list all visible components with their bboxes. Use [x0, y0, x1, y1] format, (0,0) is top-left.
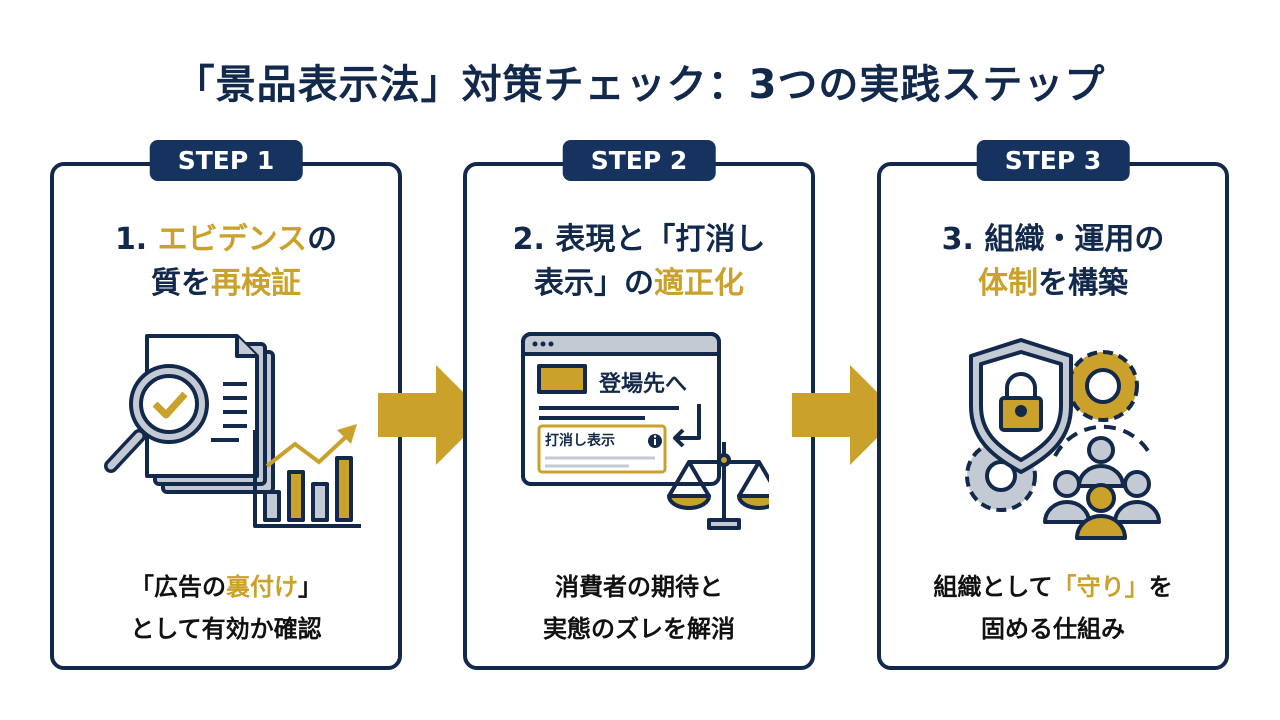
heading-text: 3. 組織・運用の: [941, 222, 1165, 257]
banner-text: 登場先へ: [599, 372, 688, 397]
shield-lock-gears-team-icon: [943, 326, 1163, 550]
step-caption: 「広告の裏付け」 として有効か確認: [54, 566, 398, 650]
heading-highlight: 再検証: [211, 266, 301, 301]
heading-highlight: 体制: [978, 266, 1038, 301]
heading-highlight: エビデンス: [157, 222, 308, 257]
step-card-2: STEP 2 2. 表現と「打消し 表示」の適正化: [463, 140, 815, 670]
caption-text: 「広告の: [130, 573, 226, 601]
step-heading: 3. 組織・運用の 体制を構築: [881, 218, 1225, 306]
caption-highlight: 「守り」: [1052, 573, 1149, 601]
caption-highlight: 裏付け: [226, 573, 298, 601]
step-card-3: STEP 3 3. 組織・運用の 体制を構築: [877, 140, 1229, 670]
arrow-right-icon: [378, 365, 486, 465]
step-heading: 1. エビデンスの 質を再検証: [54, 218, 398, 306]
step-heading: 2. 表現と「打消し 表示」の適正化: [467, 218, 811, 306]
heading-text: 2. 表現と「打消し: [512, 222, 766, 257]
step-card-1: STEP 1 1. エビデンスの 質を再検証: [50, 140, 402, 670]
caption-text: として有効か確認: [130, 615, 322, 643]
page-title: 「景品表示法」対策チェック：3つの実践ステップ: [174, 62, 1106, 108]
caption-text: 実態のズレを解消: [543, 615, 735, 643]
arrow-right-icon: [792, 365, 900, 465]
caption-text: 」: [298, 573, 322, 601]
heading-text: 質を: [151, 266, 211, 301]
caption-text: を: [1148, 573, 1173, 601]
caption-text: 消費者の期待と: [555, 573, 723, 601]
caption-text: 固める仕組み: [981, 615, 1125, 643]
step-badge: STEP 3: [976, 140, 1130, 181]
caption-text: 組織として: [933, 573, 1053, 601]
heading-text: を構築: [1038, 266, 1128, 301]
disclaimer-text: 打消し表示: [545, 433, 615, 449]
document-magnifier-chart-icon: [91, 326, 363, 540]
heading-highlight: 適正化: [654, 266, 744, 301]
heading-text: 表示」の: [534, 266, 654, 301]
heading-text: の: [307, 222, 338, 257]
step-badge: STEP 2: [562, 140, 716, 181]
heading-text: 1.: [114, 222, 158, 257]
step-caption: 消費者の期待と 実態のズレを解消: [467, 566, 811, 650]
step-caption: 組織として「守り」を 固める仕組み: [881, 566, 1225, 650]
browser-disclaimer-scale-icon: 登場先へ 打消し表示: [509, 326, 769, 536]
step-badge: STEP 1: [149, 140, 303, 181]
